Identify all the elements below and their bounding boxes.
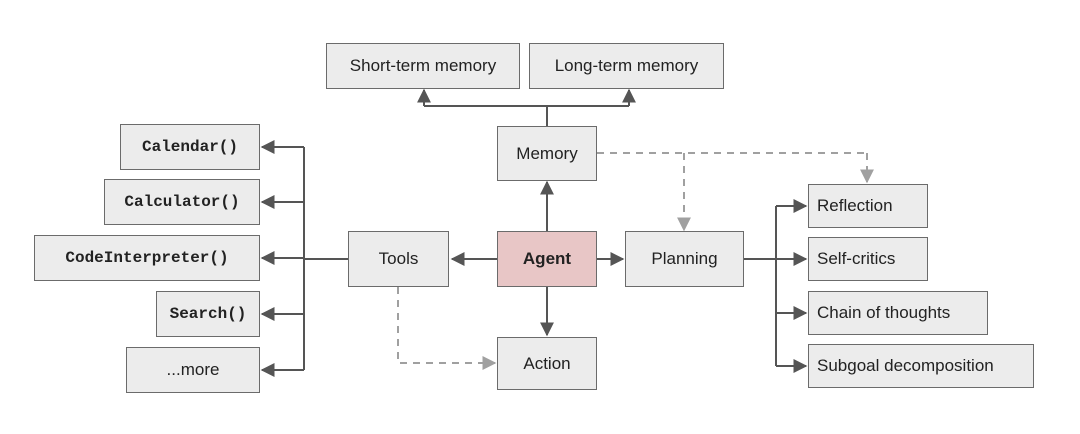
- more-tools-node: ...more: [126, 347, 260, 393]
- calculator-tool-node: Calculator(): [104, 179, 260, 225]
- agent-node: Agent: [497, 231, 597, 287]
- search-tool-node: Search(): [156, 291, 260, 337]
- chain-of-thoughts-node: Chain of thoughts: [808, 291, 988, 335]
- calendar-tool-node: Calendar(): [120, 124, 260, 170]
- edge-tools-action-dashed: [397, 287, 497, 370]
- long-term-memory-node: Long-term memory: [529, 43, 724, 89]
- planning-node: Planning: [625, 231, 744, 287]
- memory-node: Memory: [497, 126, 597, 181]
- code-interpreter-tool-node: CodeInterpreter(): [34, 235, 260, 281]
- reflection-node: Reflection: [808, 184, 928, 228]
- action-node: Action: [497, 337, 597, 390]
- subgoal-decomposition-node: Subgoal decomposition: [808, 344, 1034, 388]
- tools-node: Tools: [348, 231, 449, 287]
- short-term-memory-node: Short-term memory: [326, 43, 520, 89]
- self-critics-node: Self-critics: [808, 237, 928, 281]
